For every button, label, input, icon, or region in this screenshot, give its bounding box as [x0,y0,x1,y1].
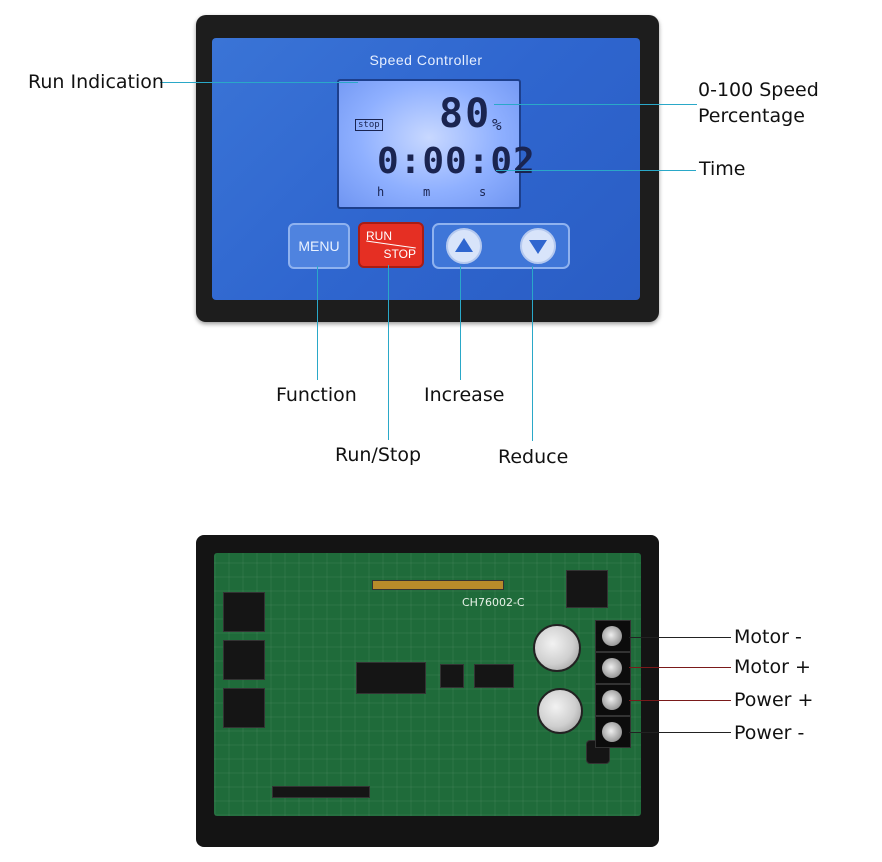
panel-title: Speed Controller [369,52,483,68]
screw-icon [602,658,622,678]
callout-line-speed [494,104,697,105]
terminal-motor-minus[interactable] [595,620,631,652]
time-unit-s: s [479,185,487,199]
run-stop-button[interactable]: RUN STOP [358,222,424,268]
screw-icon [602,722,622,742]
callout-line-power-plus [629,700,731,701]
callout-line-function [317,266,318,380]
mosfet-1 [223,592,265,632]
capacitor-2 [537,688,583,734]
screw-icon [602,690,622,710]
label-reduce: Reduce [498,446,569,468]
lcd-display: stop 80 % 0:00:02 h m s [337,79,535,209]
time-value: 0:00:02 [377,141,536,182]
terminal-power-minus[interactable] [595,716,631,748]
label-motor-minus: Motor - [734,626,802,648]
menu-button[interactable]: MENU [288,223,350,269]
connector-strip [272,786,370,798]
callout-line-motor-plus [629,667,731,668]
callout-line-increase [460,266,461,380]
time-unit-m: m [423,185,431,199]
callout-line-reduce [532,266,533,441]
main-ic [356,662,426,694]
reduce-button[interactable] [520,228,556,264]
increase-button[interactable] [446,228,482,264]
callout-line-run-stop [388,265,389,440]
callout-line-motor-minus [629,637,731,638]
small-ic [440,664,464,688]
board-model-text: CH76002-C [462,596,525,609]
mosfet-3 [223,688,265,728]
regulator-chip [566,570,608,608]
down-arrow-icon [529,240,547,254]
terminal-power-plus[interactable] [595,684,631,716]
driver-ic [474,664,514,688]
callout-line-power-minus [629,732,731,733]
speed-unit: % [492,115,502,134]
terminal-motor-plus[interactable] [595,652,631,684]
callout-line-time [496,170,696,171]
label-time: Time [699,158,746,180]
label-speed-line1: 0-100 Speed [698,79,819,101]
mosfet-2 [223,640,265,680]
screw-icon [602,626,622,646]
speed-value: 80 [439,91,492,137]
label-speed-line2: Percentage [698,105,805,127]
capacitor-1 [533,624,581,672]
run-indicator: stop [355,119,383,131]
label-power-minus: Power - [734,722,805,744]
label-increase: Increase [424,384,505,406]
pin-header [372,580,504,590]
stop-label: STOP [383,247,416,261]
label-motor-plus: Motor + [734,656,811,678]
run-label: RUN [366,229,392,243]
label-run-stop: Run/Stop [335,444,422,466]
callout-line-run-indication [160,82,358,83]
label-run-indication: Run Indication [28,71,164,93]
up-arrow-icon [455,238,473,252]
time-unit-h: h [377,185,385,199]
arrow-button-group [432,223,570,269]
label-function: Function [276,384,357,406]
label-power-plus: Power + [734,689,814,711]
